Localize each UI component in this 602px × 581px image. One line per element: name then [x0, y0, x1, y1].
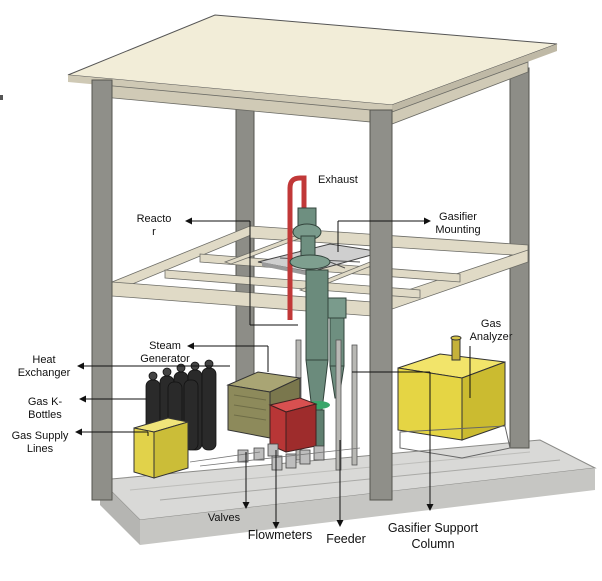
roof: [67, 14, 558, 112]
label-valves: Valves: [207, 512, 241, 524]
gas-analyzer-cabinet: [397, 335, 511, 459]
label-gas-analyzer: Gas Analyzer: [469, 318, 513, 343]
gas-supply-cabinet: [133, 417, 189, 479]
label-flowmeters: Flowmeters: [247, 528, 313, 542]
label-reactor: Reacto r: [136, 213, 172, 238]
callout-arrows: [75, 217, 471, 529]
label-feeder: Feeder: [326, 532, 366, 546]
valve-manifold: [189, 443, 361, 471]
base-platform: [98, 439, 597, 545]
label-gasifier-mounting: Gasifier Mounting: [435, 211, 481, 236]
edge-mark: [0, 95, 3, 100]
label-exhaust: Exhaust: [318, 174, 358, 186]
label-gas-k-bottles: Gas K- Bottles: [27, 396, 63, 421]
front-columns: [91, 79, 393, 501]
label-gas-supply-lines: Gas Supply Lines: [11, 430, 69, 455]
exhaust-pipe: [287, 175, 307, 320]
label-gasifier-support-column: Gasifier Support Column: [387, 521, 479, 551]
label-steam-generator: Steam Generator: [140, 340, 190, 365]
label-heat-exchanger: Heat Exchanger: [17, 354, 71, 379]
